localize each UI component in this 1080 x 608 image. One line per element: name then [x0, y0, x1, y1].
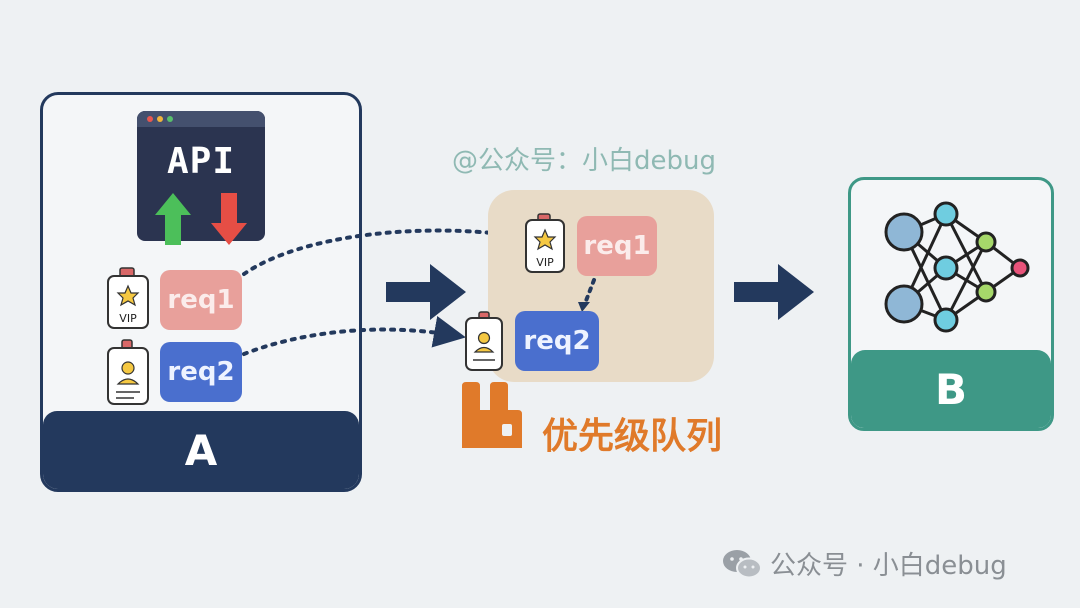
- api-label: API: [166, 141, 236, 182]
- wechat-icon: [723, 549, 762, 578]
- queue-order-connector: [578, 278, 596, 312]
- svg-text:VIP: VIP: [536, 256, 554, 269]
- request-req2: req2: [160, 342, 242, 402]
- footer-watermark-text: 公众号 · 小白debug: [770, 551, 1007, 581]
- req2-flow-line: [242, 316, 466, 356]
- priority-queue-label: 优先级队列: [542, 416, 723, 457]
- id-badge-icon: [107, 339, 149, 405]
- service-a-label: A: [43, 411, 359, 489]
- req1-flow-line: [242, 216, 526, 276]
- arrow-a-to-queue-icon: [386, 264, 466, 320]
- watermark-top: @公众号：小白debug: [452, 146, 716, 176]
- maximize-dot-icon: [167, 116, 173, 122]
- api-window-icon: API: [137, 111, 265, 245]
- rabbitmq-logo-icon: [462, 382, 522, 448]
- service-b-label: B: [851, 350, 1051, 428]
- neural-network-icon: [884, 201, 1030, 333]
- up-down-arrows-icon: [155, 193, 247, 245]
- arrow-queue-to-b-icon: [734, 264, 814, 320]
- window-title-bar: [137, 111, 265, 127]
- queue-item-req1: req1: [577, 216, 657, 276]
- vip-badge-queue-icon: VIP: [525, 213, 565, 273]
- close-dot-icon: [147, 116, 153, 122]
- queue-item-req2: req2: [515, 311, 599, 371]
- vip-badge-icon: VIP: [107, 267, 149, 329]
- id-badge-queue-icon: [465, 311, 503, 371]
- minimize-dot-icon: [157, 116, 163, 122]
- footer-watermark: 公众号 · 小白debug: [722, 545, 1007, 582]
- svg-text:VIP: VIP: [119, 312, 137, 325]
- request-req1: req1: [160, 270, 242, 330]
